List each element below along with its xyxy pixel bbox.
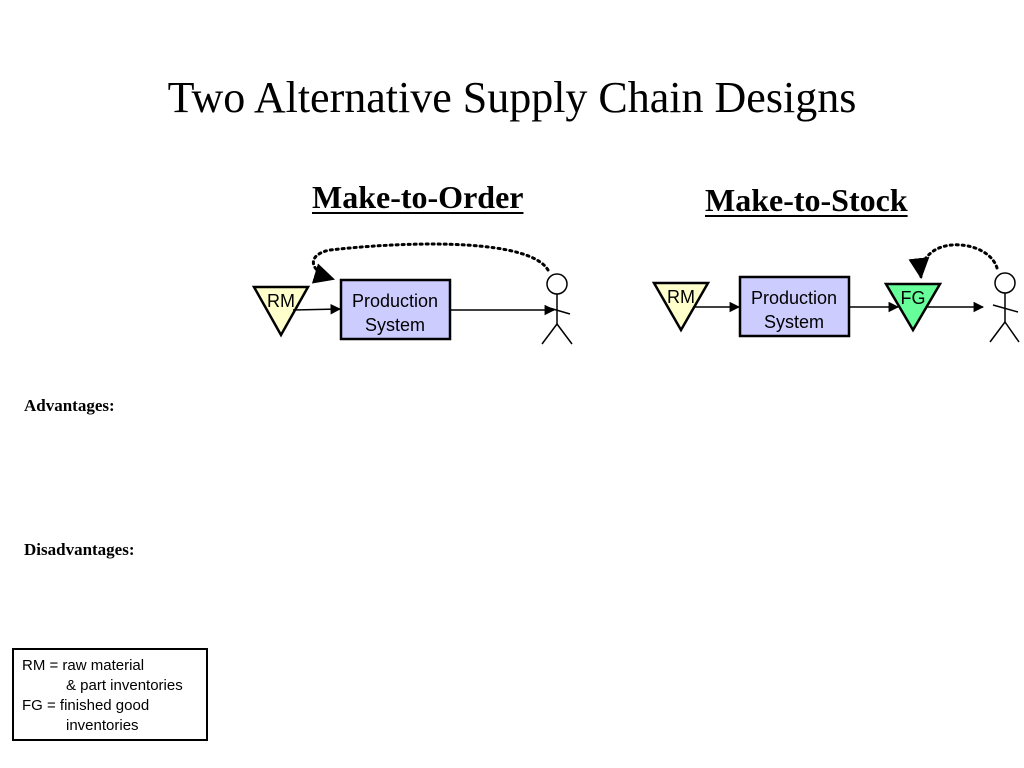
disadvantages-label: Disadvantages:: [24, 540, 135, 559]
mts-fg-label: FG: [901, 288, 926, 308]
mto-rm-inventory-triangle: RM: [251, 285, 311, 338]
legend-line-fg: FG = finished good: [22, 697, 150, 714]
mto-production-system-box: Production System: [339, 278, 452, 341]
mto-production-label-line1: Production: [352, 291, 438, 311]
advantages-label: Advantages:: [24, 396, 115, 415]
mto-order-flow-dotted-arrow: [311, 242, 550, 284]
mto-customer-stick-figure: [541, 273, 573, 345]
legend-line-rm-cont: & part inventories: [66, 677, 183, 694]
legend-box: RM = raw material & part inventories FG …: [12, 648, 208, 741]
mto-production-label-line2: System: [365, 315, 425, 335]
mts-production-system-box: Production System: [738, 275, 851, 338]
make-to-stock-heading: Make-to-Stock: [705, 182, 908, 218]
legend-line-fg-cont: inventories: [66, 717, 139, 734]
slide-title: Two Alternative Supply Chain Designs: [167, 73, 857, 122]
mts-rm-inventory-triangle: RM: [651, 281, 711, 333]
mto-rm-to-production-arrow: [292, 303, 342, 315]
mts-production-label-line2: System: [764, 312, 824, 332]
make-to-order-heading: Make-to-Order: [312, 179, 524, 215]
mts-production-label-line1: Production: [751, 288, 837, 308]
mts-customer-stick-figure: [989, 272, 1020, 343]
mts-rm-label: RM: [667, 287, 695, 307]
mts-demand-dotted-arrow: [908, 243, 999, 280]
legend-line-rm: RM = raw material: [22, 657, 145, 674]
mto-rm-label: RM: [267, 291, 295, 311]
make-to-order-diagram: RM Production System: [251, 242, 573, 345]
make-to-stock-diagram: RM Production System FG: [651, 243, 1020, 343]
